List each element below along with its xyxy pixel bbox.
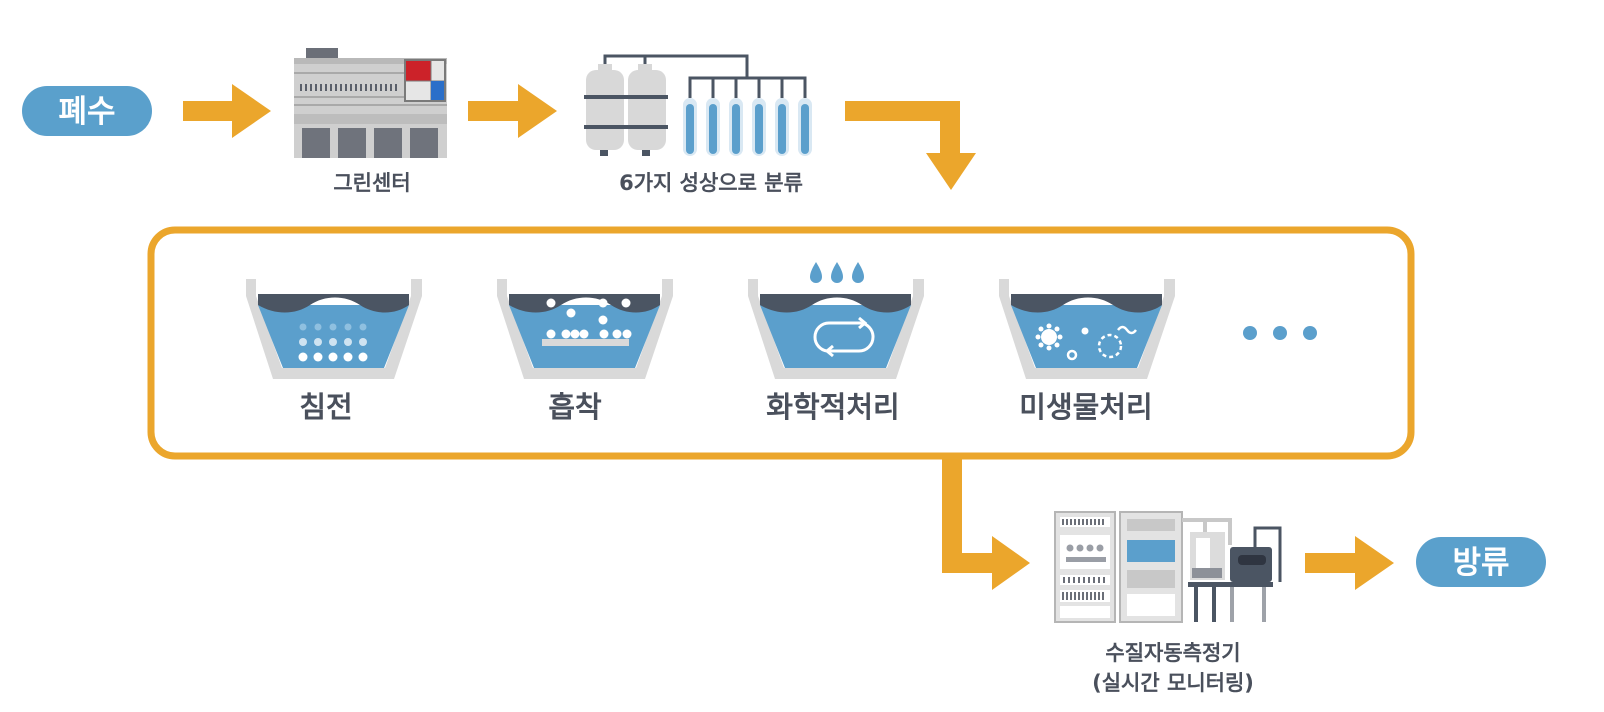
chemical-treatment-tank-icon xyxy=(748,262,924,379)
treatment-label: 흡착 xyxy=(548,390,602,424)
flow-arrow xyxy=(942,459,1030,590)
step-label: 그린센터 xyxy=(333,171,410,195)
microbial-treatment-tank-icon xyxy=(999,279,1175,379)
end-pill: 방류 xyxy=(1416,537,1546,587)
adsorption-tank-icon xyxy=(497,279,673,379)
monitor-label-line1: 수질자동측정기 xyxy=(1105,641,1240,665)
start-label: 폐수 xyxy=(58,94,115,130)
end-label: 방류 xyxy=(1452,545,1509,581)
treatment-label: 미생물처리 xyxy=(1019,390,1152,424)
water-quality-analyzer-icon xyxy=(1054,511,1282,623)
more-dots-icon xyxy=(1243,326,1317,340)
treatment-label: 침전 xyxy=(299,390,352,424)
sedimentation-tank-icon xyxy=(246,279,422,379)
flow-arrow xyxy=(183,84,271,138)
monitor-label-line2: (실시간 모니터링) xyxy=(1092,671,1254,695)
treatment-box xyxy=(147,226,1415,460)
step-label: 6가지 성상으로 분류 xyxy=(619,171,803,195)
green-center-building-icon xyxy=(294,48,447,158)
flow-arrow xyxy=(468,84,557,138)
start-pill: 폐수 xyxy=(22,86,152,136)
flow-arrow xyxy=(1305,536,1394,590)
classification-filter-icon xyxy=(584,54,812,156)
flow-arrow xyxy=(845,101,976,190)
treatment-label: 화학적처리 xyxy=(766,390,899,424)
